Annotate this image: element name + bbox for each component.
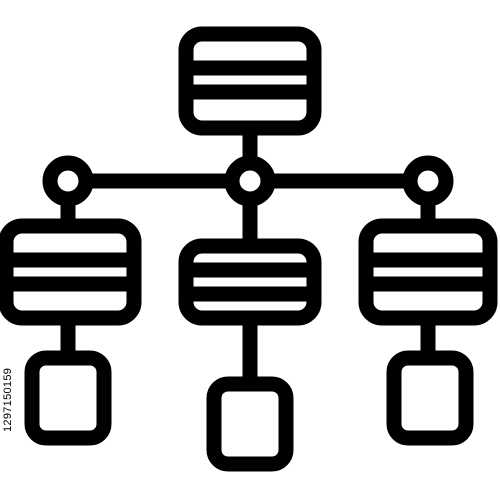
right-child-node: [358, 218, 498, 326]
center-junction-node: [224, 155, 276, 207]
root-node: [178, 26, 322, 136]
stock-id-text: 1297150159: [2, 367, 14, 432]
left-leaf-node: [24, 350, 112, 446]
center-child-node: [178, 238, 322, 326]
center-leaf-node: [206, 376, 294, 472]
left-junction-node: [42, 155, 94, 207]
left-child-node: [0, 218, 142, 326]
right-junction-node: [402, 155, 454, 207]
right-leaf-node: [386, 350, 474, 446]
